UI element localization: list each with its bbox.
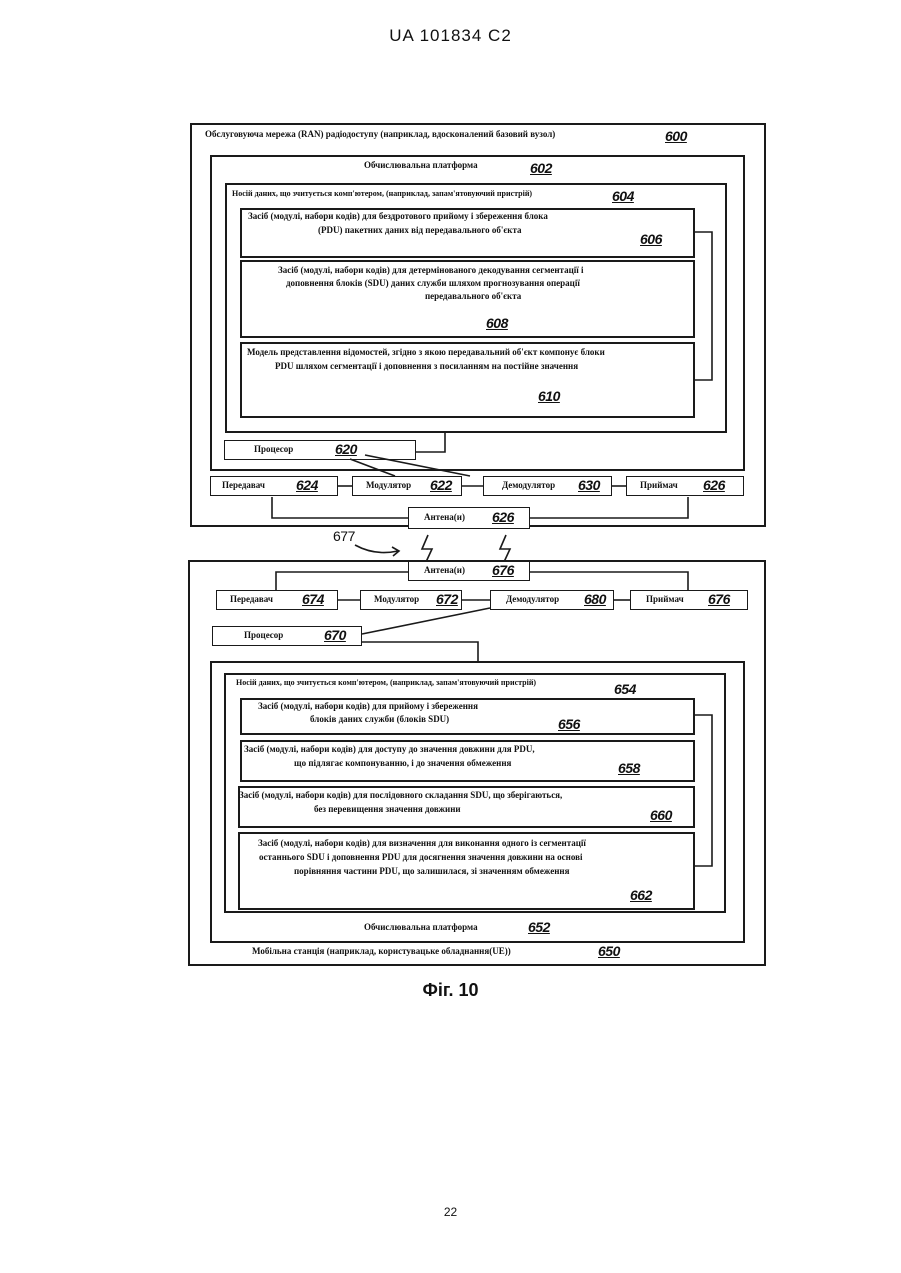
transmitter-674-number: 674	[302, 591, 324, 607]
antenna-626-number: 626	[492, 509, 514, 525]
module-662-line3: порівняння частини PDU, що залишилася, з…	[294, 866, 569, 877]
mobile-station-number: 650	[598, 943, 620, 959]
modulator-622-number: 622	[430, 477, 452, 493]
storage-medium-number: 604	[612, 188, 634, 204]
module-606-number: 606	[640, 231, 662, 247]
ran-number: 600	[665, 128, 687, 144]
module-610-number: 610	[538, 388, 560, 404]
ue-platform-label: Обчислювальна платформа	[364, 922, 478, 933]
transmitter-624-number: 624	[296, 477, 318, 493]
ue-storage-medium-number: 654	[614, 681, 636, 697]
module-658-line1: Засіб (модулі, набори кодів) для доступу…	[244, 744, 535, 755]
module-608-number: 608	[486, 315, 508, 331]
module-656-line2: блоків даних служби (блоків SDU)	[310, 714, 449, 725]
platform-number: 602	[530, 160, 552, 176]
module-608-line1: Засіб (модулі, набори кодів) для детермі…	[278, 265, 584, 276]
demodulator-680-number: 680	[584, 591, 606, 607]
processor-670-label: Процесор	[244, 630, 283, 641]
module-658-number: 658	[618, 760, 640, 776]
platform-label: Обчислювальна платформа	[364, 160, 478, 171]
processor-670-number: 670	[324, 627, 346, 643]
storage-medium-label: Носій даних, що зчитується комп'ютером, …	[232, 188, 532, 199]
transmitter-624-label: Передавач	[222, 480, 265, 491]
demodulator-680-label: Демодулятор	[506, 594, 559, 605]
ue-platform-number: 652	[528, 919, 550, 935]
module-656-line1: Засіб (модулі, набори кодів) для прийому…	[258, 701, 478, 712]
antenna-626-label: Антена(и)	[424, 512, 465, 523]
processor-620-box	[224, 440, 416, 460]
ran-label: Обслуговуюча мережа (RAN) радіодоступу (…	[205, 129, 555, 140]
receiver-626-number: 626	[703, 477, 725, 493]
processor-620-label: Процесор	[254, 444, 293, 455]
module-660-line2: без перевищення значення довжини	[314, 804, 461, 815]
module-660-number: 660	[650, 807, 672, 823]
radio-link-number: 677	[333, 528, 355, 544]
demodulator-630-label: Демодулятор	[502, 480, 555, 491]
module-658-line2: що підлягає компонуванню, і до значення …	[294, 758, 511, 769]
module-662-line2: останнього SDU і доповнення PDU для дося…	[259, 852, 582, 863]
receiver-626-label: Приймач	[640, 480, 678, 491]
page-number: 22	[0, 1205, 901, 1219]
module-606-line2: (PDU) пакетних даних від передавального …	[318, 225, 522, 236]
modulator-672-label: Модулятор	[374, 594, 419, 605]
module-656-number: 656	[558, 716, 580, 732]
module-610-line2: PDU шляхом сегментації і доповнення з по…	[275, 361, 578, 372]
antenna-676-number: 676	[492, 562, 514, 578]
antenna-676-label: Антена(и)	[424, 565, 465, 576]
module-660-line1: Засіб (модулі, набори кодів) для послідо…	[239, 790, 562, 801]
figure-caption: Фіг. 10	[0, 980, 901, 1001]
ue-storage-medium-label: Носій даних, що зчитується комп'ютером, …	[236, 677, 536, 688]
module-608-line2: доповнення блоків (SDU) даних служби шля…	[286, 278, 580, 289]
receiver-676-label: Приймач	[646, 594, 684, 605]
mobile-station-label: Мобільна станція (наприклад, користуваць…	[252, 946, 511, 957]
module-608-line3: передавального об'єкта	[425, 291, 521, 302]
modulator-672-number: 672	[436, 591, 458, 607]
transmitter-674-label: Передавач	[230, 594, 273, 605]
receiver-676-number: 676	[708, 591, 730, 607]
demodulator-630-number: 630	[578, 477, 600, 493]
module-610-line1: Модель представлення відомостей, згідно …	[247, 347, 605, 358]
module-662-line1: Засіб (модулі, набори кодів) для визначе…	[258, 838, 586, 849]
module-662-number: 662	[630, 887, 652, 903]
modulator-622-label: Модулятор	[366, 480, 411, 491]
processor-620-number: 620	[335, 441, 357, 457]
module-606-line1: Засіб (модулі, набори кодів) для бездрот…	[248, 211, 548, 222]
